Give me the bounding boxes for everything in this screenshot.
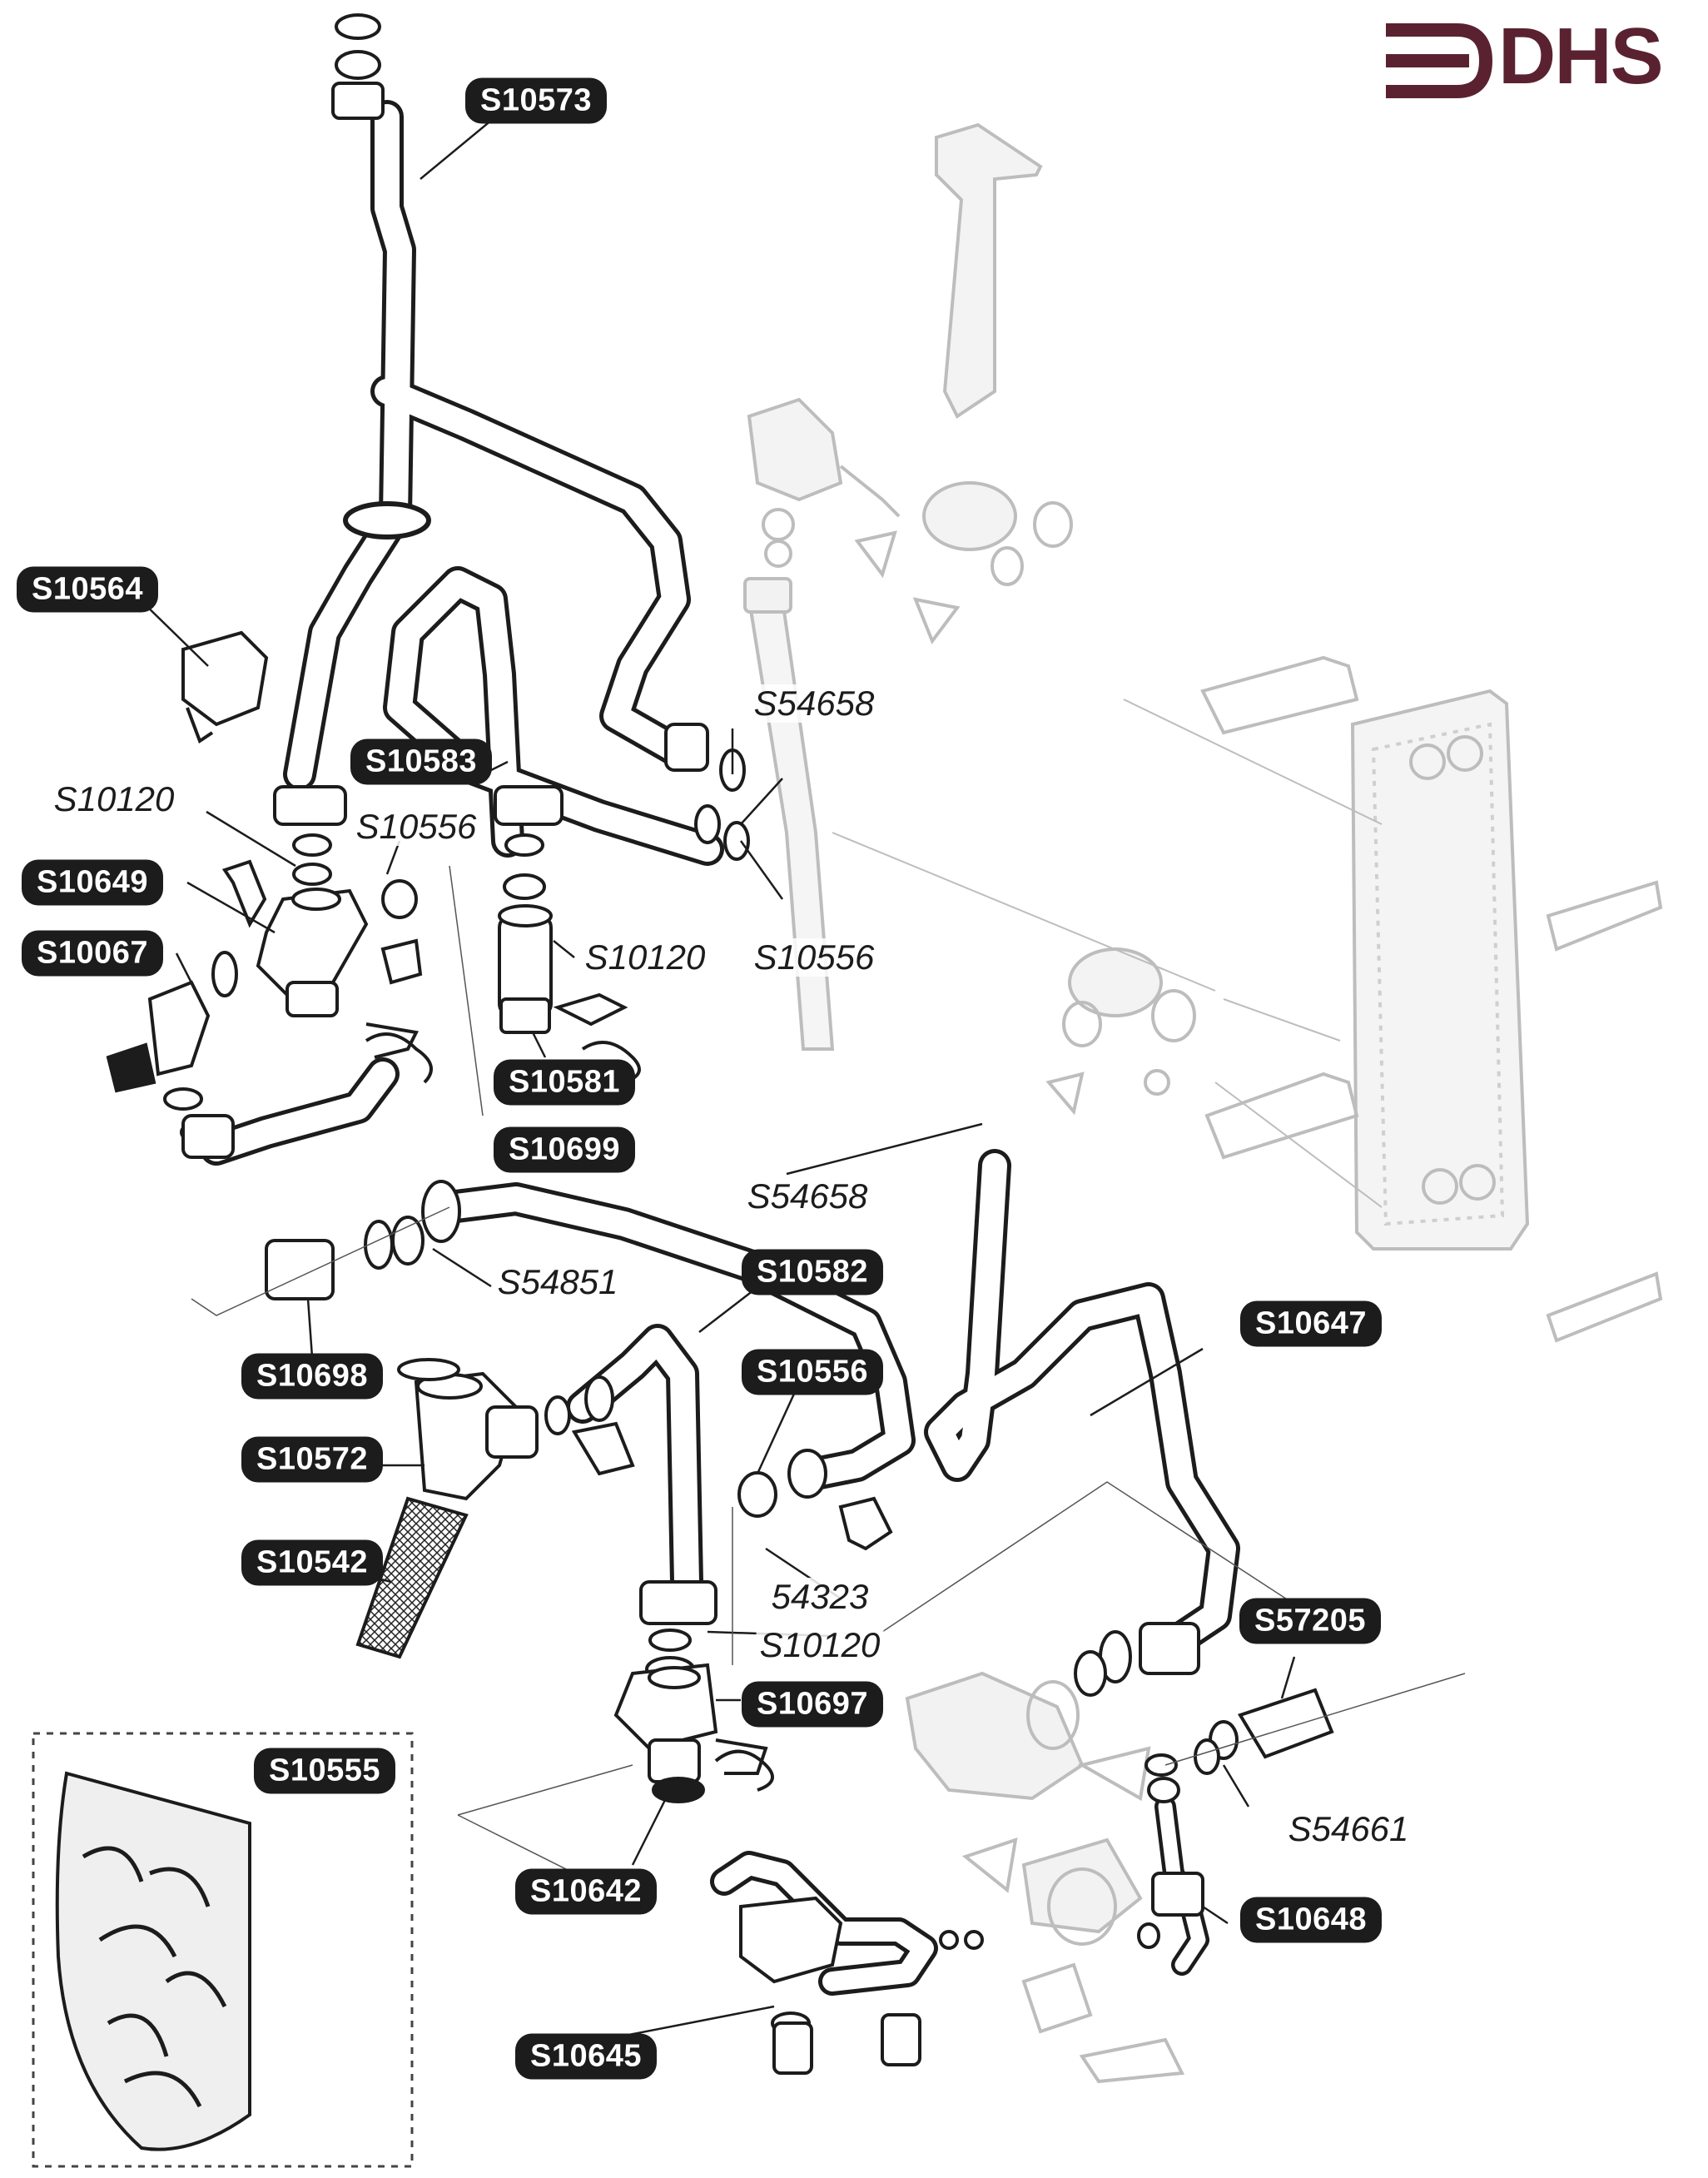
callout-S10572[interactable]: S10572	[241, 1436, 384, 1483]
callout-S10120-low[interactable]: S10120	[756, 1626, 884, 1664]
callout-S10573[interactable]: S10573	[464, 77, 608, 124]
fittings-and-seals	[106, 13, 1334, 2075]
callout-S54658-top[interactable]: S54658	[750, 684, 878, 723]
callout-S54658-mid[interactable]: S54658	[743, 1177, 871, 1216]
callout-54323[interactable]: 54323	[767, 1578, 872, 1616]
callout-S10564[interactable]: S10564	[16, 566, 159, 613]
callout-S10697[interactable]: S10697	[741, 1681, 884, 1728]
callout-S10556-right[interactable]: S10556	[750, 938, 878, 977]
clip-bag-illustration	[32, 1732, 414, 2168]
callout-S10645[interactable]: S10645	[514, 2033, 658, 2080]
callout-S10582[interactable]: S10582	[741, 1249, 884, 1295]
callout-S10649[interactable]: S10649	[21, 859, 164, 906]
callout-S10647[interactable]: S10647	[1239, 1300, 1383, 1347]
callout-S10581[interactable]: S10581	[493, 1059, 636, 1106]
callout-S10556-low[interactable]: S10556	[741, 1349, 884, 1395]
callout-S10542[interactable]: S10542	[241, 1539, 384, 1586]
callout-S57205[interactable]: S57205	[1239, 1598, 1382, 1644]
callout-S10698[interactable]: S10698	[241, 1353, 384, 1400]
brand-logo-text: DHS	[1498, 12, 1664, 101]
dhs-logo-mark	[1386, 23, 1493, 98]
callout-S10067[interactable]: S10067	[21, 930, 164, 977]
main-pipe-assembly	[200, 100, 1240, 1996]
callout-S10642[interactable]: S10642	[514, 1868, 658, 1915]
callout-S54851[interactable]: S54851	[494, 1263, 622, 1301]
callout-S10583[interactable]: S10583	[350, 738, 493, 785]
callout-S10120-left[interactable]: S10120	[50, 780, 178, 818]
callout-S10699[interactable]: S10699	[493, 1126, 636, 1173]
callout-S10120-mid[interactable]: S10120	[581, 938, 709, 977]
callout-S10648[interactable]: S10648	[1239, 1897, 1383, 1943]
faded-background-parts	[743, 122, 1663, 2084]
callout-S54661[interactable]: S54661	[1284, 1810, 1413, 1848]
callout-S10555[interactable]: S10555	[253, 1748, 396, 1794]
callout-S10556-mid[interactable]: S10556	[352, 808, 480, 846]
